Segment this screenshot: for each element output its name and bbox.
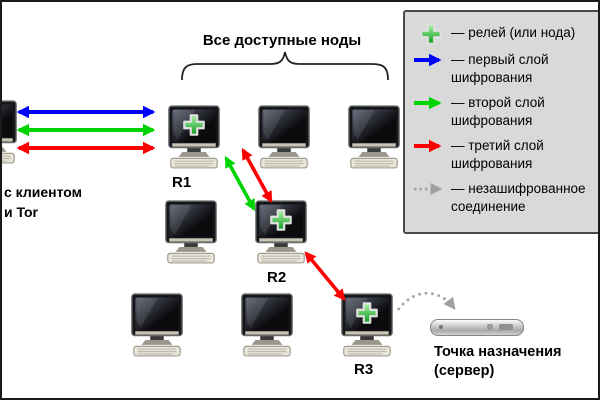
computer-icon xyxy=(238,293,296,357)
unencrypted-arrow-icon xyxy=(411,180,451,196)
client-label-line1: с клиентом xyxy=(4,184,82,200)
client-label-line2: и Tor xyxy=(4,204,39,220)
computer-icon xyxy=(162,200,220,264)
group-title: Все доступные ноды xyxy=(202,32,362,49)
legend-label: — второй слой шифрования xyxy=(451,95,545,128)
relay-plus-icon xyxy=(355,301,379,325)
legend-item-unencrypted: — незашифрованное соединение xyxy=(411,180,598,215)
node-label-r2: R2 xyxy=(267,269,287,286)
layer2-arrow-icon xyxy=(411,94,451,110)
available-node xyxy=(238,293,296,357)
server-led xyxy=(439,325,443,329)
relay-node-r1 xyxy=(165,105,223,169)
legend-label: — релей (или нода) xyxy=(451,25,576,41)
legend-item-layer2: — второй слой шифрования xyxy=(411,94,598,129)
client-computer xyxy=(0,100,20,164)
layer3-arrow-icon xyxy=(411,137,451,153)
unencrypted-arrow xyxy=(396,292,456,311)
server-detail xyxy=(487,324,493,330)
legend-item-relay: — релей (или нода) xyxy=(411,20,598,46)
available-node xyxy=(255,105,313,169)
legend-item-layer3: — третий слой шифрования xyxy=(411,137,598,172)
relay-plus-icon xyxy=(182,113,206,137)
relay-node-r2 xyxy=(252,200,310,264)
computer-icon xyxy=(345,105,403,169)
relay-plus-icon xyxy=(269,208,293,232)
available-node xyxy=(345,105,403,169)
node-label-r3: R3 xyxy=(354,361,374,378)
destination-label: Точка назначения (сервер) xyxy=(434,343,562,381)
legend-label: — третий слой шифрования xyxy=(451,138,544,171)
legend-label: — первый слой шифрования xyxy=(451,52,549,85)
legend-item-layer1: — первый слой шифрования xyxy=(411,51,598,86)
client-label: с клиентом и Tor xyxy=(4,182,82,222)
node-label-r1: R1 xyxy=(172,174,192,191)
relay-plus-icon xyxy=(411,20,451,46)
relay-node-r3 xyxy=(338,293,396,357)
computer-icon xyxy=(255,105,313,169)
destination-server-icon xyxy=(430,319,524,336)
legend-label: — незашифрованное соединение xyxy=(451,181,586,214)
available-node xyxy=(162,200,220,264)
computer-icon xyxy=(128,293,186,357)
layer2-arrow-r1-r2 xyxy=(224,155,256,212)
computer-icon xyxy=(0,100,20,164)
legend-panel: — релей (или нода) — первый слой шифрова… xyxy=(403,10,598,234)
group-brace xyxy=(181,51,389,81)
destination-label-line1: Точка назначения xyxy=(434,344,562,360)
available-node xyxy=(128,293,186,357)
server-detail xyxy=(499,324,513,330)
destination-label-line2: (сервер) xyxy=(434,363,495,379)
layer1-arrow-icon xyxy=(411,51,451,67)
